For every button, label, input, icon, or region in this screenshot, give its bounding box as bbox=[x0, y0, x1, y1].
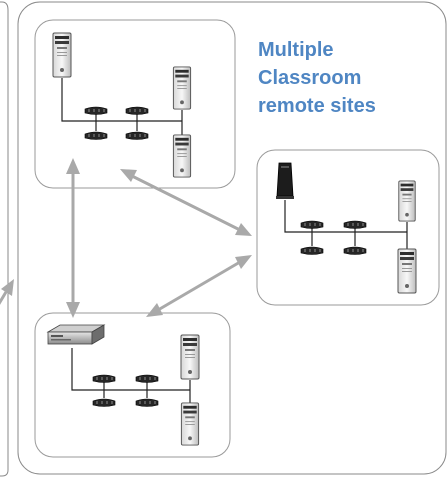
title-line: remote sites bbox=[258, 95, 376, 117]
multipoint-access-device-icon bbox=[125, 106, 149, 115]
remote-sites-title: Multiple Classroom remote sites bbox=[258, 36, 376, 120]
multipoint-access-device-icon bbox=[300, 220, 324, 229]
multipoint-access-device-icon bbox=[84, 131, 108, 140]
rack-server-icon bbox=[47, 324, 105, 345]
arrow-head bbox=[1, 279, 14, 296]
title-line: Classroom bbox=[258, 67, 362, 89]
site-bottom-wiring bbox=[71, 348, 191, 404]
multipoint-access-device-icon bbox=[125, 131, 149, 140]
arrow-head bbox=[146, 303, 163, 317]
arrow-bottom-right bbox=[157, 260, 241, 312]
arrow-head bbox=[235, 223, 252, 236]
site-top-wiring bbox=[61, 78, 183, 136]
multipoint-access-device-icon bbox=[92, 398, 116, 407]
left-panel-edge bbox=[0, 1, 9, 477]
arrow-head bbox=[66, 158, 80, 174]
desktop-tower-icon bbox=[397, 248, 417, 294]
multipoint-access-device-icon bbox=[300, 246, 324, 255]
title-line: Multiple bbox=[258, 39, 334, 61]
multipoint-access-device-icon bbox=[92, 374, 116, 383]
arrow-head bbox=[66, 302, 80, 318]
connection-arrows bbox=[0, 158, 252, 318]
multipoint-access-device-icon bbox=[343, 220, 367, 229]
desktop-tower-icon bbox=[172, 134, 192, 178]
multipoint-access-device-icon bbox=[343, 246, 367, 255]
arrow-head bbox=[120, 169, 137, 182]
desktop-tower-icon bbox=[180, 402, 200, 446]
multipoint-access-device-icon bbox=[135, 374, 159, 383]
desktop-tower-icon bbox=[398, 180, 416, 222]
desktop-tower-icon bbox=[52, 32, 72, 78]
arrow-head bbox=[235, 255, 252, 269]
multipoint-access-device-icon bbox=[84, 106, 108, 115]
desktop-tower-icon bbox=[172, 66, 192, 110]
multipoint-access-device-icon bbox=[135, 398, 159, 407]
desktop-tower-icon bbox=[180, 334, 200, 380]
arrow-from-left bbox=[0, 291, 8, 305]
arrow-top-right bbox=[131, 174, 241, 232]
